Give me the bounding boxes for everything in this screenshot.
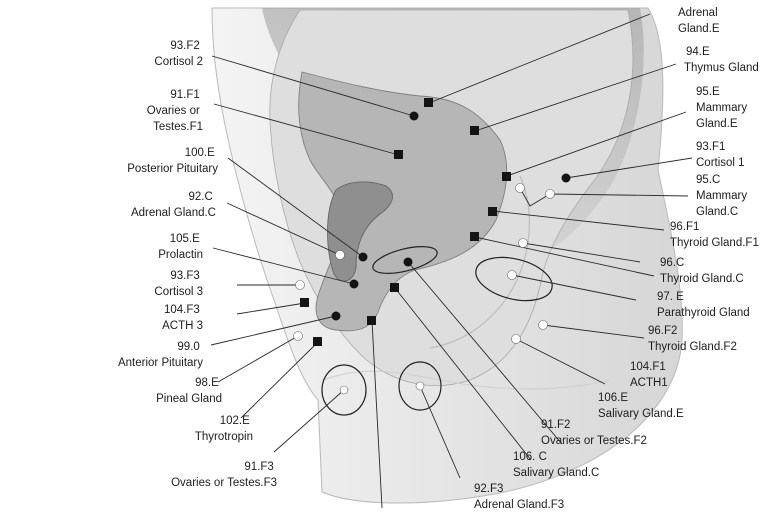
marker-adrenal-f3 (416, 382, 424, 390)
label-mammary-e: 95.E Mammary Gland.E (696, 86, 750, 130)
label-cortisol-3: 93.F3 Cortisol 3 (154, 270, 203, 298)
marker-mammary-e (502, 172, 511, 181)
marker-posterior-pituitary (359, 253, 368, 262)
label-adrenal-e: Adrenal Gland.E (678, 7, 721, 35)
marker-thymus-gland (470, 126, 479, 135)
marker-prolactin (350, 280, 359, 289)
label-thyroid-f1: 96.F1 Thyroid Gland.F1 (670, 221, 759, 249)
marker-ovaries-f1 (394, 150, 403, 159)
marker-acth-3 (300, 298, 309, 307)
marker-anterior-pituitary (332, 312, 341, 321)
marker-pineal-gland (294, 332, 303, 341)
marker-cortisol-3 (296, 281, 305, 290)
marker-cortisol-2 (410, 112, 419, 121)
label-thyrotropin: 102.E Thyrotropin (195, 415, 253, 443)
marker-cortisol-1 (562, 174, 571, 183)
marker-parathyroid (470, 232, 479, 241)
label-mammary-c: 95.C Mammary Gland.C (696, 174, 750, 218)
marker-ovaries-f3 (340, 386, 348, 394)
marker-adrenal-c (336, 251, 345, 260)
label-ovaries-f1: 91.F1 Ovaries or Testes.F1 (147, 89, 203, 133)
marker-thyroid-f1 (488, 207, 497, 216)
ear-illustration (212, 8, 682, 503)
marker-salivary-e (512, 335, 521, 344)
label-posterior-pituitary: 100.E Posterior Pituitary (127, 147, 218, 175)
marker-mammary-c-b (546, 190, 555, 199)
label-cortisol-2: 93.F2 Cortisol 2 (154, 40, 203, 68)
label-pineal-gland: 98.E Pineal Gland (156, 377, 222, 405)
marker-mammary-c-a (516, 184, 525, 193)
label-adrenal-c: 92.C Adrenal Gland.C (131, 191, 216, 219)
marker-thyrotropin (313, 337, 322, 346)
marker-thyroid-c (519, 239, 528, 248)
label-anterior-pituitary: 99.0 Anterior Pituitary (118, 341, 203, 369)
marker-acth-3-lower (367, 316, 376, 325)
label-cortisol-1: 93.F1 Cortisol 1 (696, 141, 745, 169)
marker-acth-1 (539, 321, 548, 330)
label-ovaries-f3: 91.F3 Ovaries or Testes.F3 (171, 461, 277, 489)
marker-thyroid-f2 (508, 271, 517, 280)
label-thymus-gland: 94.E Thymus Gland (684, 46, 759, 74)
marker-adrenal-e (424, 98, 433, 107)
label-prolactin: 105.E Prolactin (158, 233, 203, 261)
label-acth-3: 104.F3 ACTH 3 (162, 304, 203, 332)
marker-ovaries-f2 (404, 258, 413, 267)
marker-salivary-c (390, 283, 399, 292)
